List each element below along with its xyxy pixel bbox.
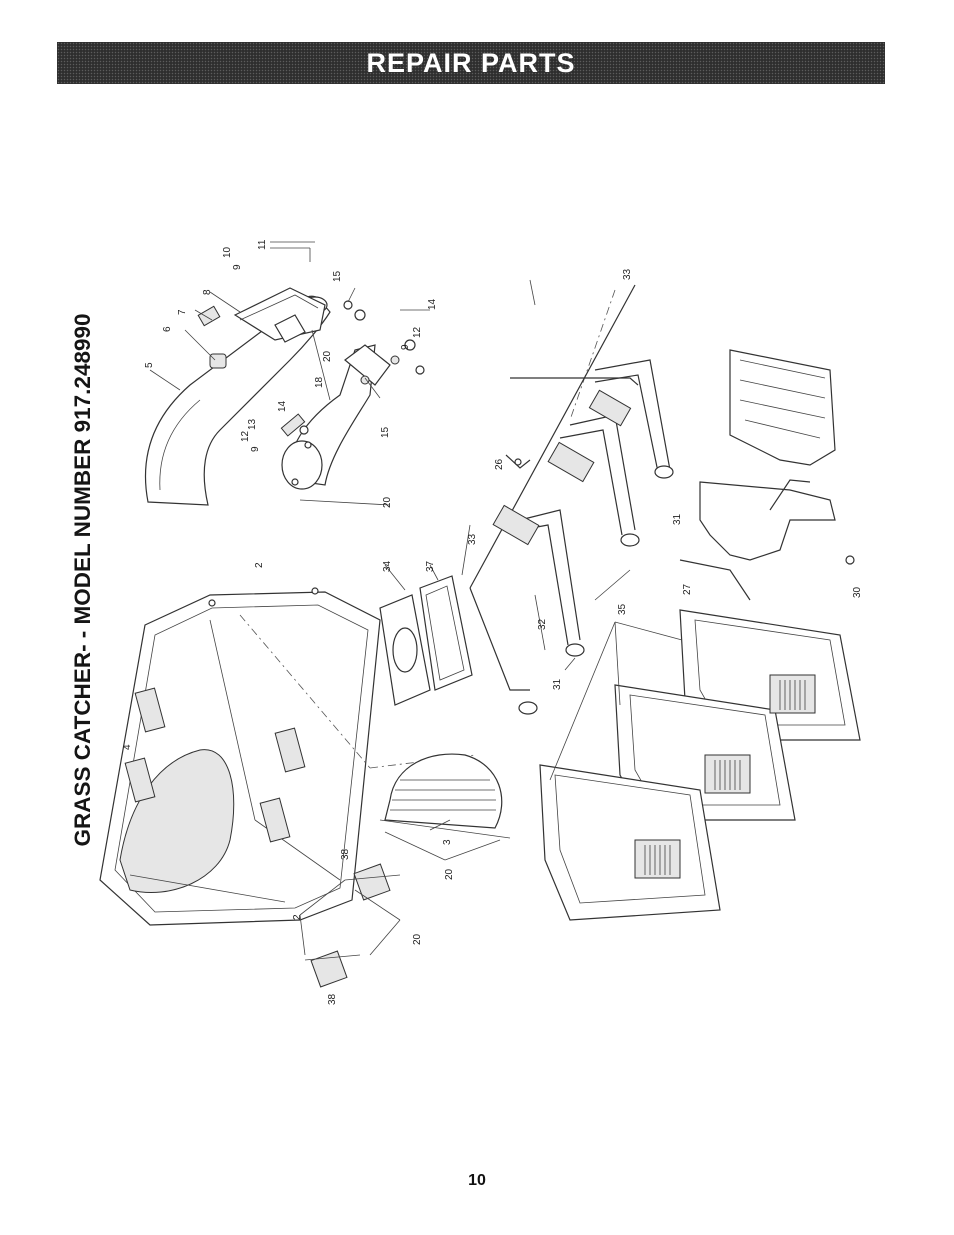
callout-9: 9 [232,264,243,270]
callout-15: 15 [332,270,343,282]
callout-35: 35 [617,603,628,615]
deflector-plate [729,349,836,466]
callout-14: 14 [277,400,288,412]
adapter-plate [379,564,473,706]
callout-30: 30 [852,586,863,598]
callout-32: 32 [537,618,548,630]
callout-37: 37 [425,560,436,572]
page-number: 10 [468,1172,486,1189]
callout-33: 33 [622,268,633,280]
grass-bags [539,609,861,921]
banner-title: REPAIR PARTS [366,47,576,78]
callout-4: 4 [122,744,133,750]
exploded-parts-diagram: 10 11 9 15 14 8 7 6 5 12 9 20 18 14 12 1… [99,239,863,1005]
callout-31: 31 [672,513,683,525]
hinges [299,863,401,988]
callout-20: 20 [322,350,333,362]
callout-11: 11 [257,239,268,250]
callout-15: 15 [380,426,391,438]
callout-14: 14 [427,298,438,310]
mounting-bracket [679,479,855,601]
frame-assembly [461,279,674,715]
callout-6: 6 [162,326,173,332]
catcher-lid [99,587,476,926]
callout-12: 12 [240,430,251,442]
repair-parts-banner: REPAIR PARTS [57,42,885,84]
screen-panel [379,753,511,861]
callout-26: 26 [494,458,505,470]
callout-20: 20 [382,496,393,508]
callout-10: 10 [222,246,233,258]
callout-20: 20 [412,933,423,945]
callout-13: 13 [247,418,258,430]
callout-18: 18 [314,376,325,388]
callout-31: 31 [552,678,563,690]
callout-2: 2 [254,562,265,568]
callout-8: 8 [202,289,213,295]
callout-33: 33 [467,533,478,545]
callout-labels: 10 11 9 15 14 8 7 6 5 12 9 20 18 14 12 1… [122,239,863,1005]
callout-38: 38 [327,993,338,1005]
callout-9: 9 [400,344,411,350]
callout-7: 7 [177,309,188,315]
callout-2: 2 [292,914,303,920]
callout-9: 9 [250,446,261,452]
callout-5: 5 [144,362,155,368]
callout-20: 20 [444,868,455,880]
callout-38: 38 [340,848,351,860]
callout-27: 27 [682,583,693,595]
callout-3: 3 [442,839,453,845]
callout-34: 34 [382,560,393,572]
chute-assembly [144,241,430,506]
callout-12: 12 [412,326,423,338]
